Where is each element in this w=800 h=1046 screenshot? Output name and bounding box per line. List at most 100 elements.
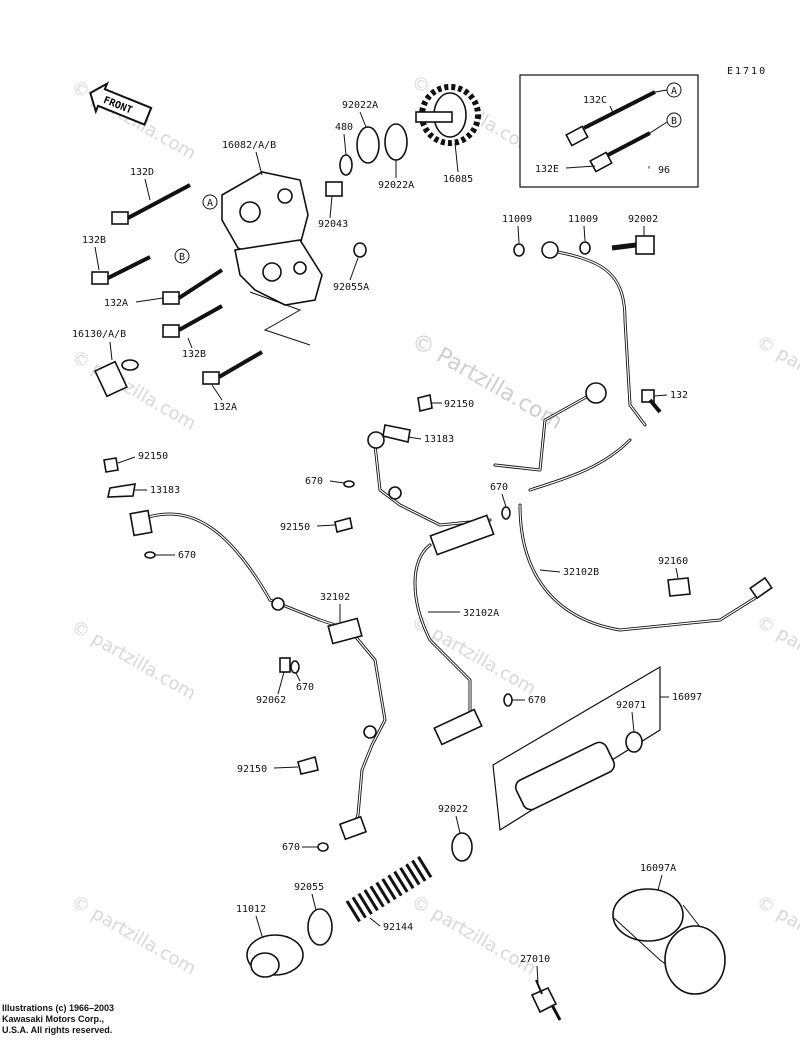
label-670-3: 670: [178, 550, 196, 561]
label-92022a-1: 92022A: [342, 100, 378, 111]
label-92022: 92022: [438, 804, 468, 815]
callout-b-inset: [666, 112, 682, 128]
label-27010: 27010: [520, 954, 550, 965]
bolt-132c: [565, 90, 656, 147]
label-11009-2: 11009: [568, 214, 598, 225]
callout-a-pump: [202, 194, 218, 210]
watermark-6: © partzilla.com: [68, 616, 200, 704]
washer-92022: [451, 832, 473, 862]
oil-pipe-32102a: [367, 431, 495, 746]
cap-92160: [667, 577, 691, 597]
label-92150-3: 92150: [280, 522, 310, 533]
relief-valve-16130: [94, 359, 139, 398]
watermark-3: © partzilla.com: [68, 346, 200, 434]
circlip-480: [339, 154, 353, 176]
front-arrow: FRONT: [89, 81, 153, 126]
callout-a-pump-label: A: [207, 198, 213, 209]
label-132c: 132C: [583, 95, 607, 106]
watermark-center: © Partzilla.com: [407, 329, 567, 436]
label-16130: 16130/A/B: [72, 329, 126, 340]
label-16082: 16082/A/B: [222, 140, 276, 151]
label-92055a: 92055A: [333, 282, 369, 293]
watermark-8: © partzilla.com: [753, 611, 800, 699]
label-13183-2: 13183: [150, 485, 180, 496]
bolt-132-pipe: [641, 389, 662, 414]
label-132a-2: 132A: [213, 402, 237, 413]
clamp-13183-2: [106, 483, 136, 498]
watermark-10: © partzilla.com: [408, 891, 540, 979]
oil-pressure-switch-27010: [530, 979, 562, 1021]
label-92002: 92002: [628, 214, 658, 225]
clamp-13183-1: [382, 424, 411, 443]
oring-670-a: [144, 551, 156, 559]
copyright-line-3: U.S.A. All rights reserved.: [2, 1025, 113, 1035]
bolt-132b-2: [162, 304, 223, 338]
label-16097: 16097: [672, 692, 702, 703]
watermarks: © partzilla.com © partzilla.com © partzi…: [68, 71, 800, 979]
label-132d: 132D: [130, 167, 154, 178]
label-92150-4: 92150: [237, 764, 267, 775]
label-92071: 92071: [616, 700, 646, 711]
oil-filter-16097a: [612, 888, 726, 995]
washer-92022a-2: [384, 123, 408, 161]
label-92062: 92062: [256, 695, 286, 706]
callout-b-pump: [174, 248, 190, 264]
oring-670-e: [503, 693, 513, 707]
bolt-132b-1: [91, 255, 151, 285]
diagram-code: E1710: [727, 66, 767, 77]
label-32102b: 32102B: [563, 567, 599, 578]
watermark-11: © partzilla.com: [753, 891, 800, 979]
washer-11009-2: [579, 241, 591, 255]
bolt-132d: [111, 183, 191, 225]
bolt-92150-2: [103, 457, 119, 473]
oil-pipe-32102: [129, 509, 387, 841]
callout-a-inset-label: A: [671, 86, 677, 97]
oil-pipe-32102b: [493, 241, 773, 632]
bolt-inset: A B 132C 132E ' 96: [519, 74, 699, 188]
oring-670-d: [290, 660, 300, 674]
oil-pump-gear: [415, 84, 481, 146]
label-670-4: 670: [528, 695, 546, 706]
oring-92055: [307, 908, 333, 946]
bolt-132a-1: [162, 268, 224, 305]
label-132a-1: 132A: [104, 298, 128, 309]
label-16097a: 16097A: [640, 863, 676, 874]
bolt-92150-3: [334, 517, 353, 533]
bolt-92150-1: [417, 394, 433, 412]
label-92150-1: 92150: [444, 399, 474, 410]
oring-670-f: [317, 842, 329, 852]
oring-670-b: [343, 480, 355, 488]
label-670-5: 670: [296, 682, 314, 693]
label-132: 132: [670, 390, 688, 401]
label-32102: 32102: [320, 592, 350, 603]
oring-670-c: [501, 506, 511, 520]
label-11009-1: 11009: [502, 214, 532, 225]
label-670-2: 670: [490, 482, 508, 493]
plug-11012: [246, 934, 304, 978]
bolt-92002: [611, 235, 655, 255]
label-92160: 92160: [658, 556, 688, 567]
watermark-9: © partzilla.com: [68, 891, 200, 979]
label-132e: 132E: [535, 164, 559, 175]
label-92144: 92144: [383, 922, 413, 933]
label-92055: 92055: [294, 882, 324, 893]
part-labels: 16082/A/B 480 92022A 92022A 16085 132D 9…: [72, 100, 702, 984]
spring-92144: [345, 854, 435, 923]
copyright-notice: Illustrations (c) 1966–2003 Kawasaki Mot…: [2, 1003, 114, 1036]
washer-92022a-1: [356, 126, 380, 164]
label-132b-1: 132B: [82, 235, 106, 246]
label-11012: 11012: [236, 904, 266, 915]
bolt-132a-2: [202, 350, 264, 385]
bolt-92150-4: [297, 755, 319, 775]
callout-b-inset-label: B: [671, 116, 677, 127]
label-480: 480: [335, 122, 353, 133]
oring-92055a: [353, 242, 367, 258]
washer-11009-1: [513, 243, 525, 257]
dowel-92043: [325, 181, 343, 197]
label-132b-2: 132B: [182, 349, 206, 360]
copyright-line-1: Illustrations (c) 1966–2003: [2, 1003, 115, 1013]
label-670-6: 670: [282, 842, 300, 853]
label-92022a-2: 92022A: [378, 180, 414, 191]
label-92150-2: 92150: [138, 451, 168, 462]
